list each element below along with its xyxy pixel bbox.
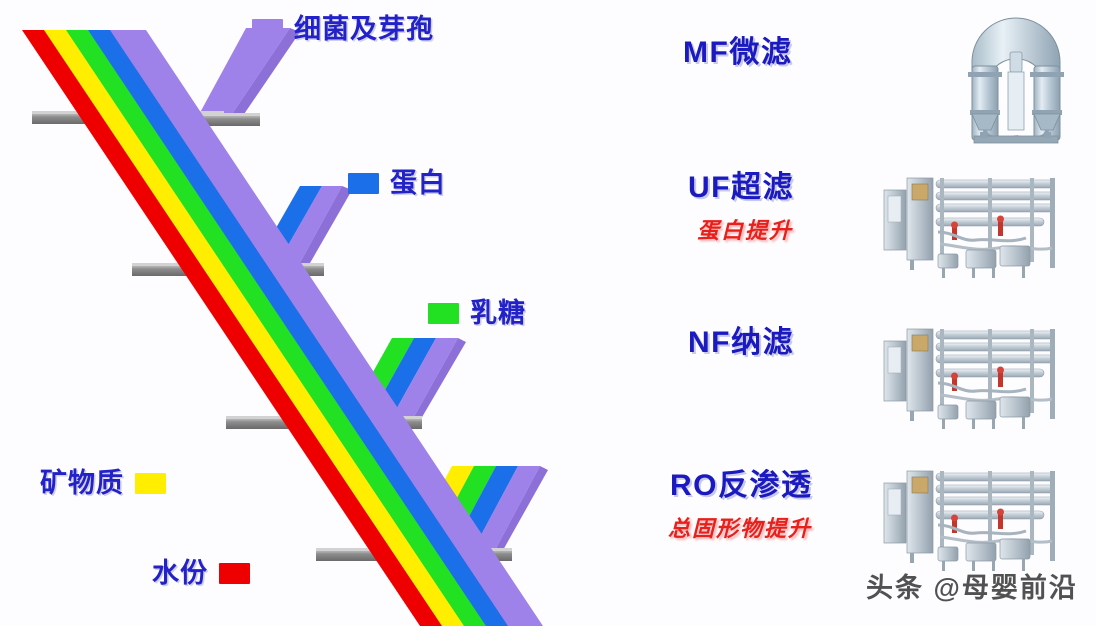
equipment-image-ro — [880, 465, 1060, 580]
process-highlight-uf: 蛋白提升 — [697, 218, 794, 243]
legend-label-water: 水份 — [152, 558, 208, 588]
legend-swatch-mineral — [135, 473, 166, 494]
equipment-image-mf — [958, 6, 1074, 146]
filtration-cascade-diagram: 细菌及芽孢 蛋白 乳糖 矿物质 水份 — [22, 16, 548, 626]
process-row-nf: NF纳滤 — [640, 305, 1096, 455]
process-title-uf: UF超滤 — [688, 171, 794, 204]
equipment-image-nf — [880, 323, 1060, 438]
legend-label-lactose: 乳糖 — [470, 298, 526, 328]
legend-item-water: 水份 — [152, 560, 250, 587]
legend-swatch-bacteria — [252, 19, 283, 40]
legend-swatch-protein — [348, 173, 379, 194]
watermark-text: 头条 @母婴前沿 — [866, 573, 1078, 603]
process-title-mf: MF微滤 — [683, 36, 793, 69]
process-row-ro: RO反渗透 总固形物提升 — [640, 455, 1096, 615]
process-row-mf: MF微滤 — [640, 0, 1096, 160]
process-list-panel: MF微滤 — [640, 0, 1096, 626]
legend-item-lactose: 乳糖 — [428, 300, 526, 327]
cascade-svg — [22, 28, 548, 626]
stage-1-retentate-limb — [196, 28, 300, 120]
process-title-ro: RO反渗透 — [670, 469, 813, 502]
process-row-uf: UF超滤 蛋白提升 — [640, 160, 1096, 305]
legend-label-protein: 蛋白 — [390, 168, 446, 198]
legend-item-mineral: 矿物质 — [40, 470, 166, 497]
legend-label-bacteria: 细菌及芽孢 — [294, 14, 434, 44]
process-title-nf: NF纳滤 — [688, 326, 794, 359]
legend-label-mineral: 矿物质 — [40, 468, 124, 498]
legend-swatch-lactose — [428, 303, 459, 324]
process-highlight-ro: 总固形物提升 — [668, 516, 813, 541]
main-feed-rainbow-stream — [22, 30, 543, 626]
legend-item-protein: 蛋白 — [348, 170, 446, 197]
legend-item-bacteria: 细菌及芽孢 — [252, 16, 434, 43]
legend-swatch-water — [219, 563, 250, 584]
equipment-image-uf — [880, 172, 1060, 287]
